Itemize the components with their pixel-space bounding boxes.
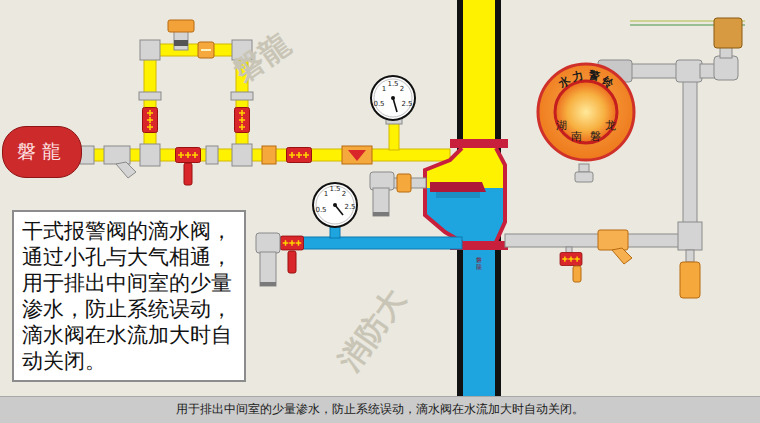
valve-handle [573, 266, 581, 282]
gauge-pivot [333, 203, 337, 207]
background [0, 0, 760, 396]
air-inlet [174, 30, 188, 50]
bell-char: 湖 [556, 120, 567, 131]
water-chamber [425, 188, 505, 242]
gauge-scale: 2.5 [401, 101, 412, 108]
drain-elbow [256, 233, 280, 253]
vent-cap [714, 18, 742, 48]
clapper [430, 182, 486, 192]
orange-valve-mark [201, 49, 211, 51]
bell-char: 磐 [590, 131, 601, 142]
check-valve-arrow [348, 150, 366, 161]
tee-fitting [678, 222, 702, 250]
bell-char: 力 [572, 69, 585, 82]
water-side-pipe [462, 240, 496, 396]
bell-maker: 湖南磐龙 [536, 62, 636, 162]
orange-valve [198, 42, 214, 58]
bell-char: 南 [571, 131, 582, 142]
drip-outlet [373, 188, 389, 216]
elbow-fitting [714, 56, 738, 80]
bell-char: 警 [587, 69, 600, 82]
drip-valve [397, 174, 411, 192]
gauge-scale: 2 [342, 191, 346, 198]
red-valve [235, 108, 250, 133]
gauge-scale: 2 [400, 86, 404, 93]
red-valve [143, 108, 158, 133]
drip-elbow [370, 172, 394, 190]
red-valve [176, 148, 201, 163]
elbow-fitting [140, 40, 160, 60]
gauge-scale: 1 [324, 191, 328, 198]
bell-drain [575, 172, 593, 182]
bell-outline [536, 62, 636, 162]
bell-drain [579, 164, 589, 172]
check-valve [342, 146, 372, 164]
air-side-pipe [462, 0, 496, 150]
gauge-scale: 0.5 [315, 207, 326, 214]
valve-seat [436, 192, 480, 198]
drip-outlet-end [373, 212, 389, 216]
pressure-gauge [371, 76, 415, 120]
red-valve [287, 148, 312, 163]
caption-bar-edge [0, 396, 760, 397]
red-valve [280, 236, 303, 250]
water-pipe [272, 237, 462, 249]
test-valve [680, 262, 700, 298]
alarm-riser [683, 70, 697, 240]
valve-handle [288, 251, 296, 273]
red-valve [560, 252, 582, 265]
gauge-needle [393, 98, 397, 112]
strainer-leg [116, 162, 136, 178]
valve-handle [184, 163, 192, 185]
gauge-pivot [391, 96, 395, 100]
note-box: 干式报警阀的滴水阀，通过小孔与大气相通，用于排出中间室的少量渗水，防止系统误动，… [12, 210, 246, 382]
bell-dome [555, 81, 617, 143]
strainer [104, 146, 130, 164]
gauge-scale: 1.5 [329, 186, 340, 193]
drain-outlet-end [260, 282, 276, 286]
bell-char: 铃 [600, 74, 615, 89]
gauge-scale: 1 [382, 86, 386, 93]
union-fitting [231, 92, 253, 100]
flange [450, 139, 508, 148]
air-inlet-cap [168, 20, 194, 32]
caption-bar [0, 396, 760, 423]
strainer [598, 230, 628, 250]
strainer-leg [612, 248, 632, 264]
bell-rim [538, 64, 634, 160]
air-inlet-band [174, 40, 188, 46]
tee-fitting [232, 144, 252, 166]
stem [686, 250, 694, 262]
union-fitting [139, 92, 161, 100]
elbow-fitting [676, 60, 702, 82]
bell-char: 龙 [605, 120, 616, 131]
tank-brand: 磐龍 [17, 139, 67, 165]
tee-fitting [140, 144, 160, 166]
coupler [262, 146, 276, 164]
caption: 用于排出中间室的少量渗水，防止系统误动，滴水阀在水流加大时自动关闭。 [0, 396, 760, 423]
coupler [206, 146, 218, 164]
note-text: 干式报警阀的滴水阀，通过小孔与大气相通，用于排出中间室的少量渗水，防止系统误动，… [22, 218, 236, 374]
gauge-ring [374, 79, 412, 117]
gauge-scale: 1.5 [387, 81, 398, 88]
gauge-scale: 0.5 [373, 101, 384, 108]
air-tank: 磐龍 [2, 126, 82, 178]
gauge-scale: 2.5 [344, 204, 355, 211]
valve-brand: 磐龍 [476, 257, 482, 270]
drain-outlet [260, 252, 276, 286]
water-motor-alarm-bell: 水力警铃湖南磐龙 [536, 62, 636, 162]
coupler [80, 146, 94, 164]
bell-title: 水力警铃 [536, 62, 636, 162]
bell-char: 水 [557, 74, 572, 89]
pressure-gauge [313, 183, 357, 227]
valve-body [425, 148, 505, 242]
